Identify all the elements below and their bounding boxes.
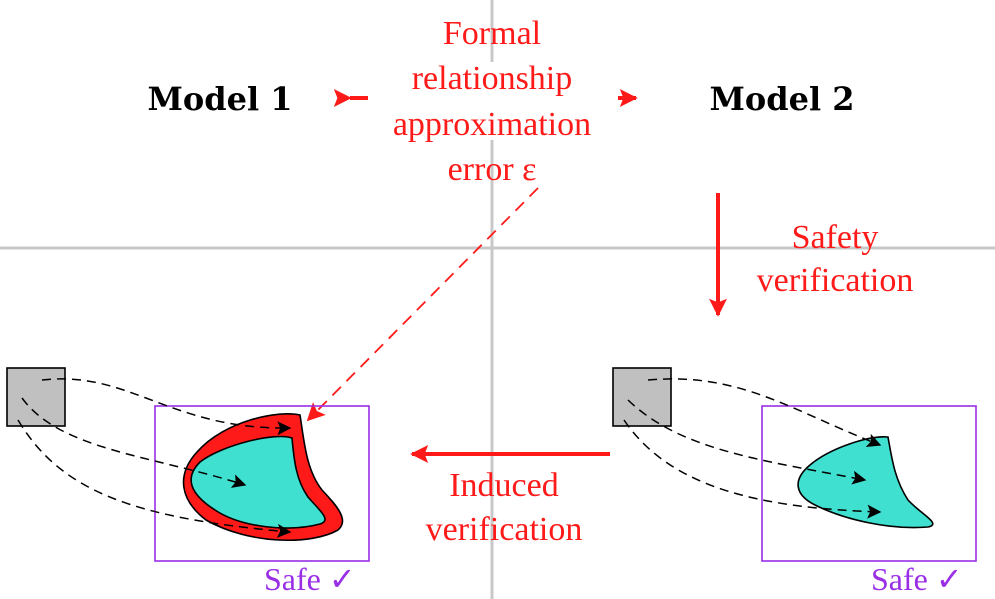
model-2-trajectory-2 [627,399,867,485]
induced-line-2: verification [426,511,583,548]
model-2-trajectory-3 [623,419,882,519]
model-2-label: Model 2 [709,80,854,118]
model-1-initial-set [6,367,66,427]
relationship-line-4: error ε [448,151,537,188]
model-1-safe-label: Safe ✓ [264,561,356,597]
model-2-safe-set [761,405,977,562]
relationship-line-2: relationship [412,60,573,97]
model-1-safe-set [154,405,370,562]
model-2-reachable-region [797,436,934,529]
safety-line-2: verification [757,262,914,299]
safety-line-1: Safety [792,219,879,256]
relationship-text-backdrop [368,62,618,140]
model-1-trajectory-3 [17,419,292,538]
model-2-trajectory-1 [647,378,882,447]
relationship-line-3: approximation [393,106,591,143]
model-1-trajectory-2 [21,397,247,488]
relationship-line-1: Formal [443,15,541,52]
model-2-initial-set [612,367,672,427]
model-1-reachable-region [190,435,326,529]
model-1-label: Model 1 [147,80,292,118]
model-2-safe-label: Safe ✓ [871,561,963,597]
epsilon-pointer-arrow [306,187,539,422]
model-1-trajectory-1 [41,378,292,436]
induced-line-1: Induced [449,467,559,504]
